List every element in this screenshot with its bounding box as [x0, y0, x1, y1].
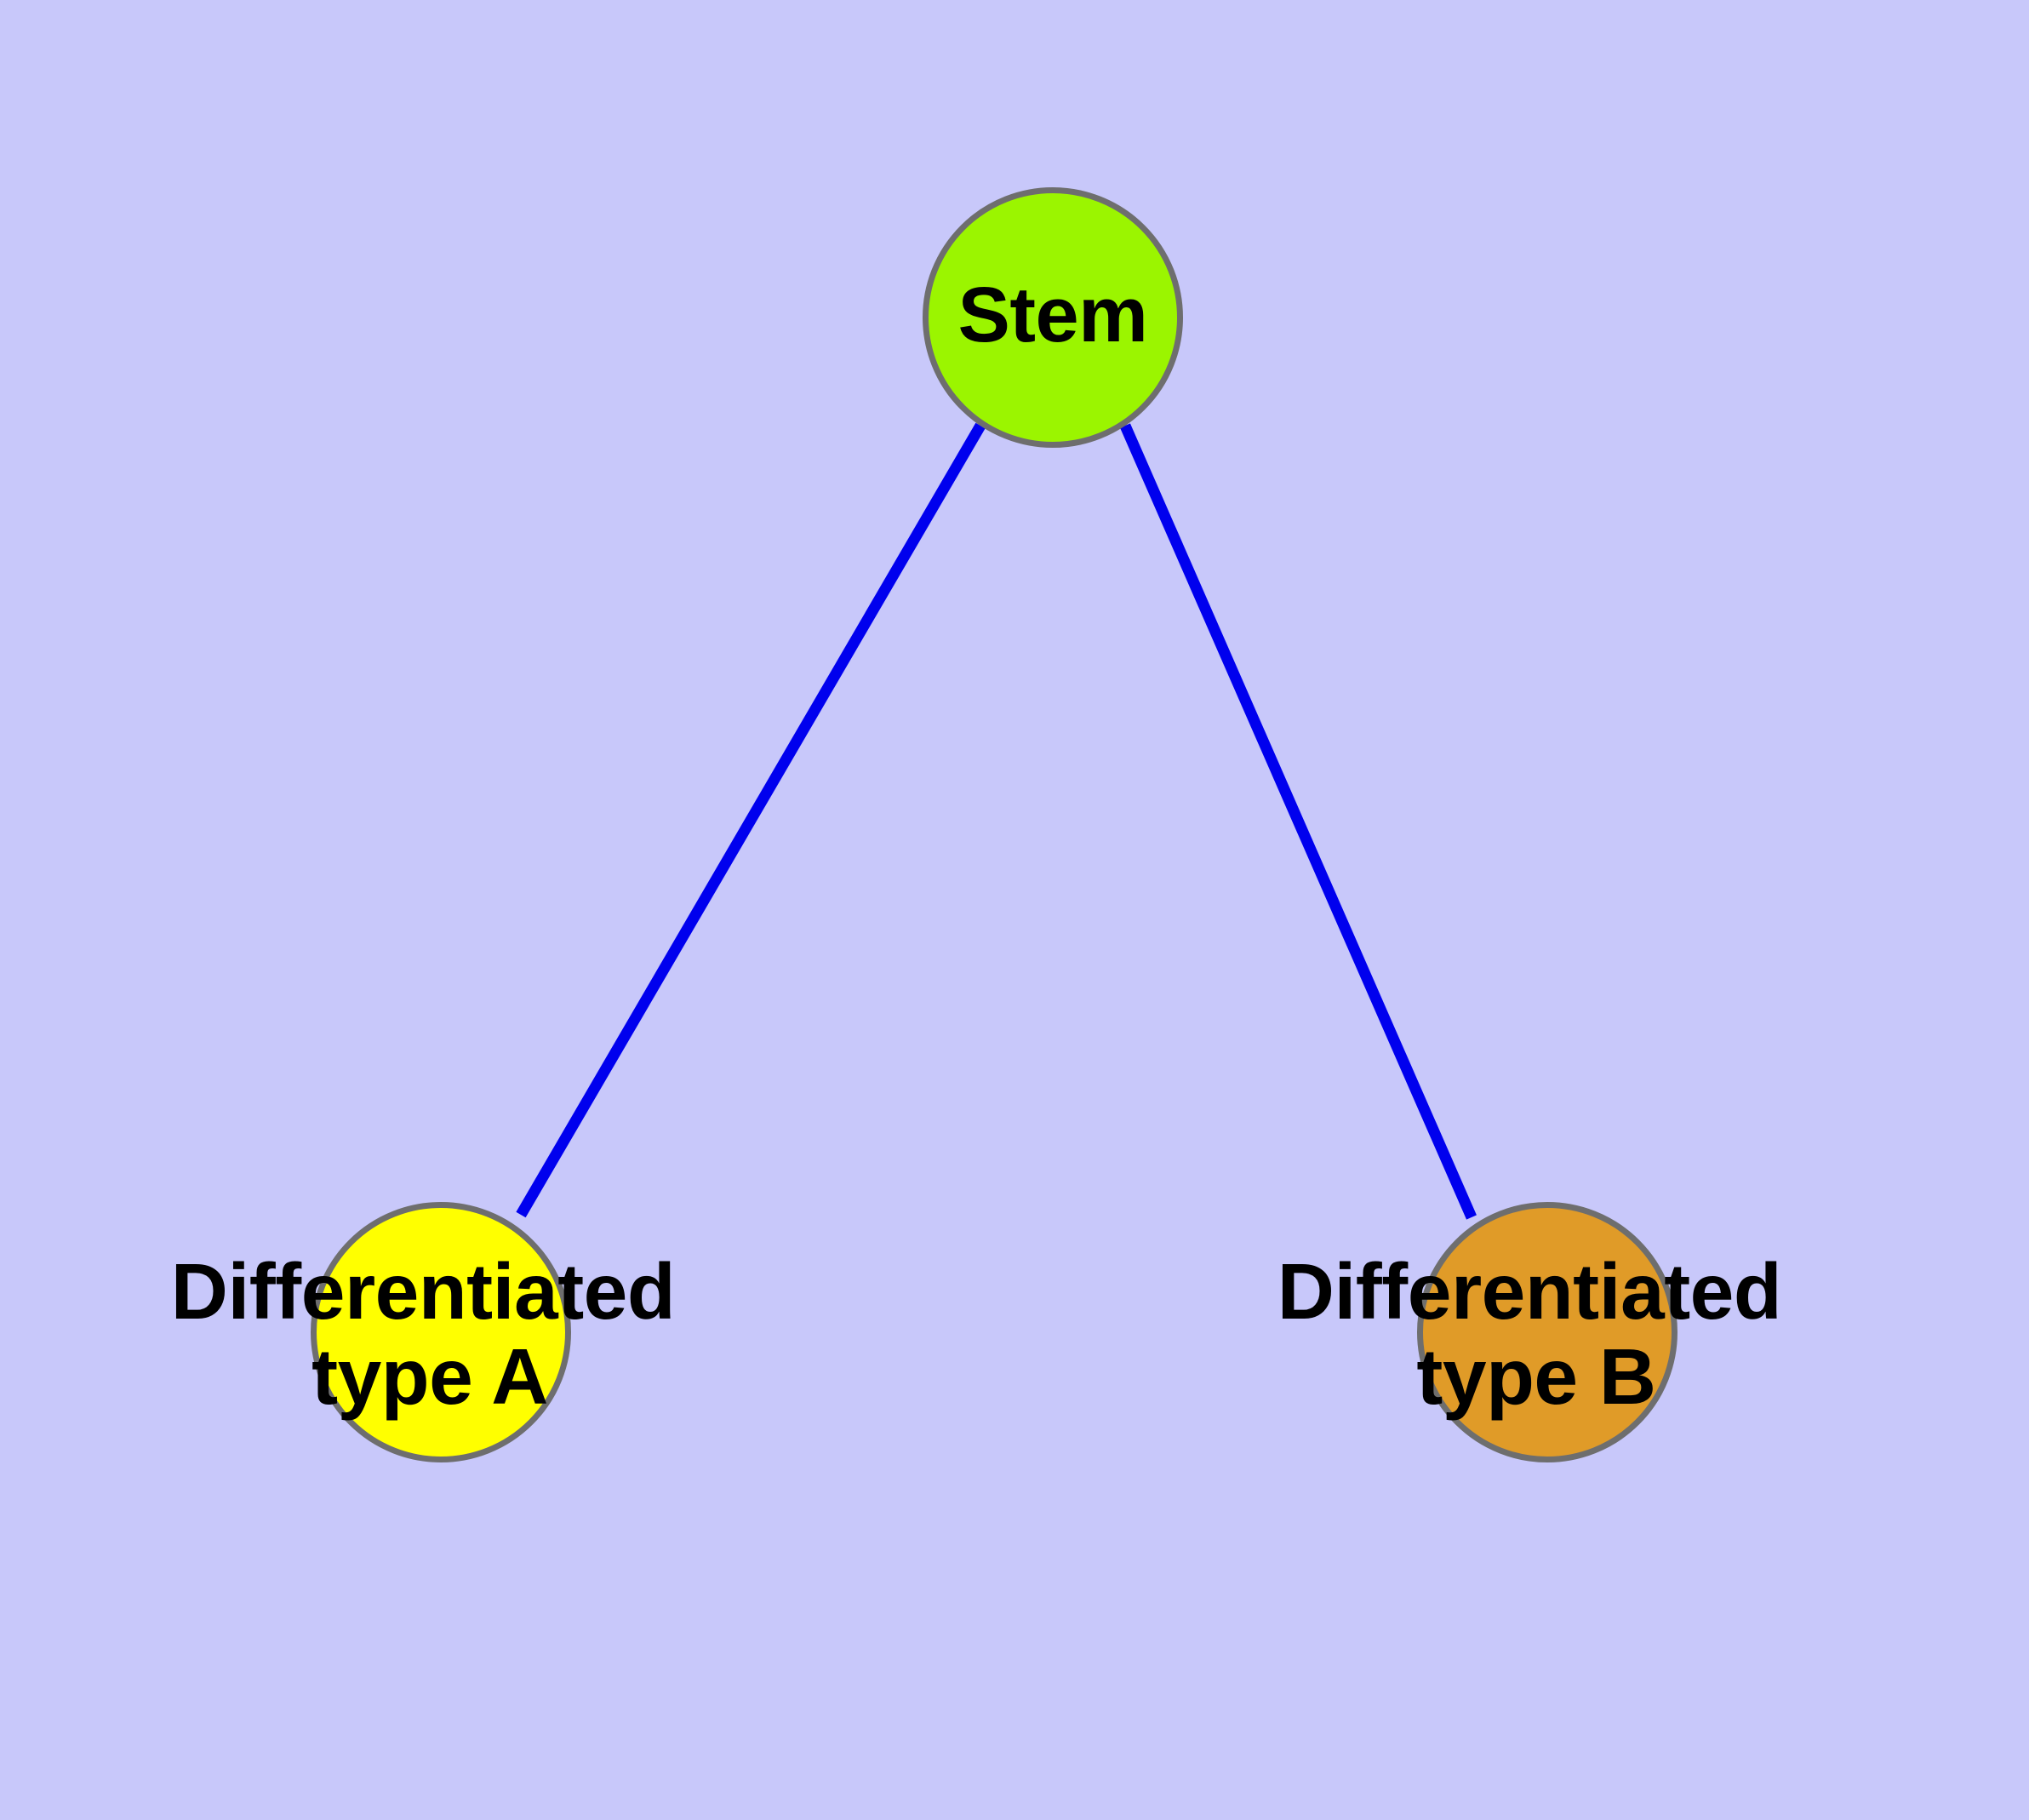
node-label-differentiated-type-a-line2: type A: [311, 1332, 548, 1421]
edge-stem-to-differentiated-type-a[interactable]: [516, 422, 986, 1218]
node-differentiated-type-a[interactable]: [311, 1202, 571, 1462]
node-label-stem: Stem: [957, 272, 1148, 358]
node-label-differentiated-type-b-line2: type B: [1416, 1332, 1656, 1421]
node-differentiated-type-b[interactable]: [1417, 1202, 1677, 1462]
edge-stem-to-differentiated-type-b[interactable]: [1120, 423, 1477, 1220]
node-stem[interactable]: [923, 187, 1183, 448]
node-label-differentiated-type-a-line1: Differentiated: [170, 1247, 676, 1336]
node-label-differentiated-type-b-line1: Differentiated: [1277, 1247, 1782, 1336]
